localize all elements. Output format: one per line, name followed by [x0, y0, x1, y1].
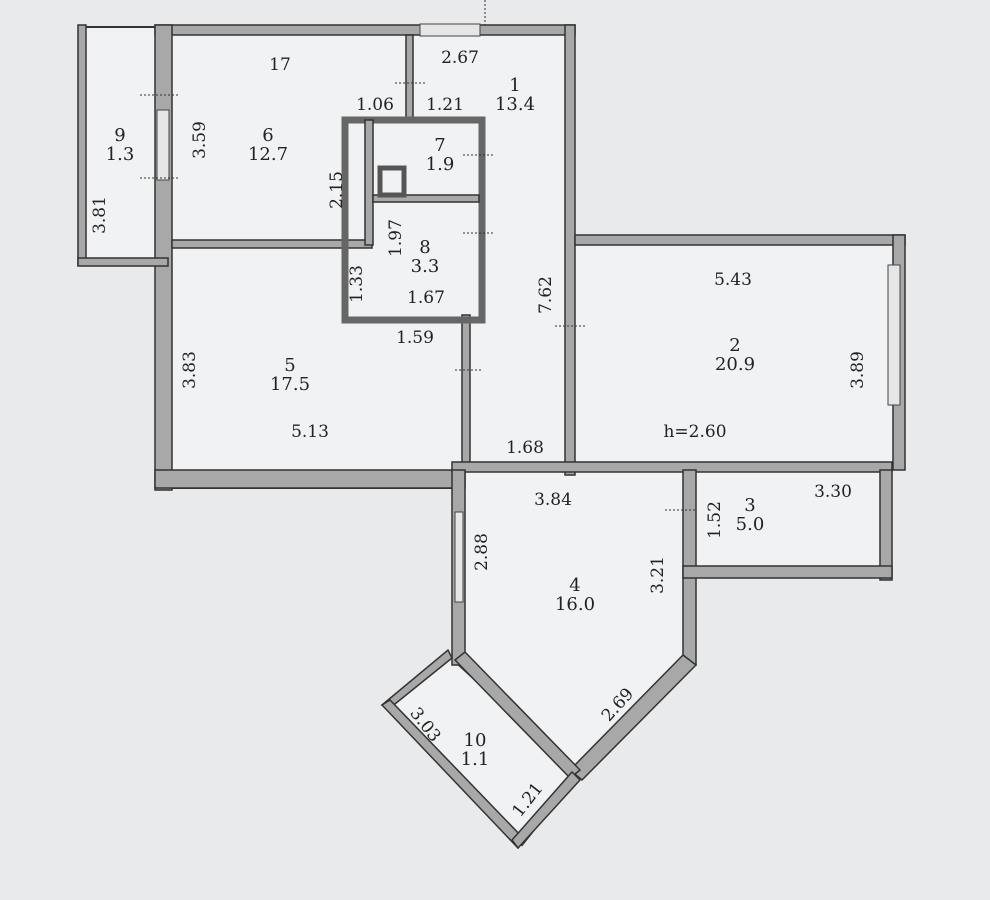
- dimension-label: 3.89: [848, 351, 868, 389]
- room-area: 12.7: [247, 144, 289, 165]
- window: [419, 23, 481, 37]
- dimension-label: 3.81: [90, 196, 110, 234]
- dimension-label: 2.88: [472, 533, 492, 571]
- dimension-label: 17: [269, 55, 291, 75]
- wall: [372, 194, 480, 203]
- room-number: 1: [509, 75, 521, 96]
- room-area: 16.0: [554, 594, 596, 615]
- dimension-label: 3.30: [814, 482, 852, 502]
- dimension-label: 7.62: [536, 276, 556, 314]
- room-area: 5.0: [735, 514, 765, 535]
- bathroom-block: [341, 116, 486, 324]
- wall: [77, 24, 87, 266]
- dimension-label: 1.21: [426, 95, 464, 115]
- dimension-label: 1.52: [705, 501, 725, 539]
- wall: [154, 24, 576, 36]
- wall: [879, 469, 893, 581]
- room-number: 6: [262, 125, 274, 146]
- wall: [453, 650, 582, 780]
- room-number: 3: [744, 495, 756, 516]
- wall: [77, 257, 169, 267]
- wall: [405, 34, 414, 121]
- dimension-label: 5.43: [714, 270, 752, 290]
- dimension-label: 5.13: [291, 422, 329, 442]
- room-area: 17.5: [269, 374, 311, 395]
- wall: [377, 165, 407, 198]
- dimension-label: 3.83: [180, 351, 200, 389]
- room-area: 1.1: [460, 749, 490, 770]
- dimension-label: 2.15: [327, 171, 347, 209]
- room-number: 9: [114, 125, 126, 146]
- dimension-label: 3.84: [534, 490, 572, 510]
- wall: [154, 469, 466, 489]
- room-area: 13.4: [494, 94, 536, 115]
- wall: [451, 461, 893, 473]
- wall: [364, 119, 374, 246]
- door: [156, 109, 170, 181]
- room-area: 1.9: [425, 154, 455, 175]
- room-number: 2: [729, 335, 741, 356]
- dimension-label: 3.59: [190, 121, 210, 159]
- wall: [574, 234, 906, 246]
- room-number: 5: [284, 355, 296, 376]
- window: [887, 264, 901, 406]
- room-number: 10: [463, 730, 487, 751]
- room-number: 4: [569, 575, 581, 596]
- wall: [564, 24, 576, 476]
- wall: [511, 770, 582, 850]
- dimension-label: 1.59: [396, 328, 434, 348]
- dimension-label: 1.97: [386, 219, 406, 257]
- door: [454, 511, 464, 603]
- room-area: 20.9: [714, 354, 756, 375]
- wall: [461, 314, 471, 471]
- dimension-label: 1.67: [407, 288, 445, 308]
- dimension-label: 1.06: [356, 95, 394, 115]
- dimension-label: 3.21: [648, 556, 668, 594]
- ceiling-height: h=2.60: [663, 422, 727, 442]
- room-area: 3.3: [410, 256, 440, 277]
- wall: [568, 654, 698, 782]
- dimension-label: 1.33: [347, 265, 367, 303]
- room-number: 8: [419, 237, 431, 258]
- dimension-label: 2.67: [441, 48, 479, 68]
- dimension-label: 1.68: [506, 438, 544, 458]
- room-9-floor: [79, 26, 163, 264]
- room-area: 1.3: [105, 144, 135, 165]
- wall: [682, 565, 893, 579]
- room-number: 7: [434, 135, 446, 156]
